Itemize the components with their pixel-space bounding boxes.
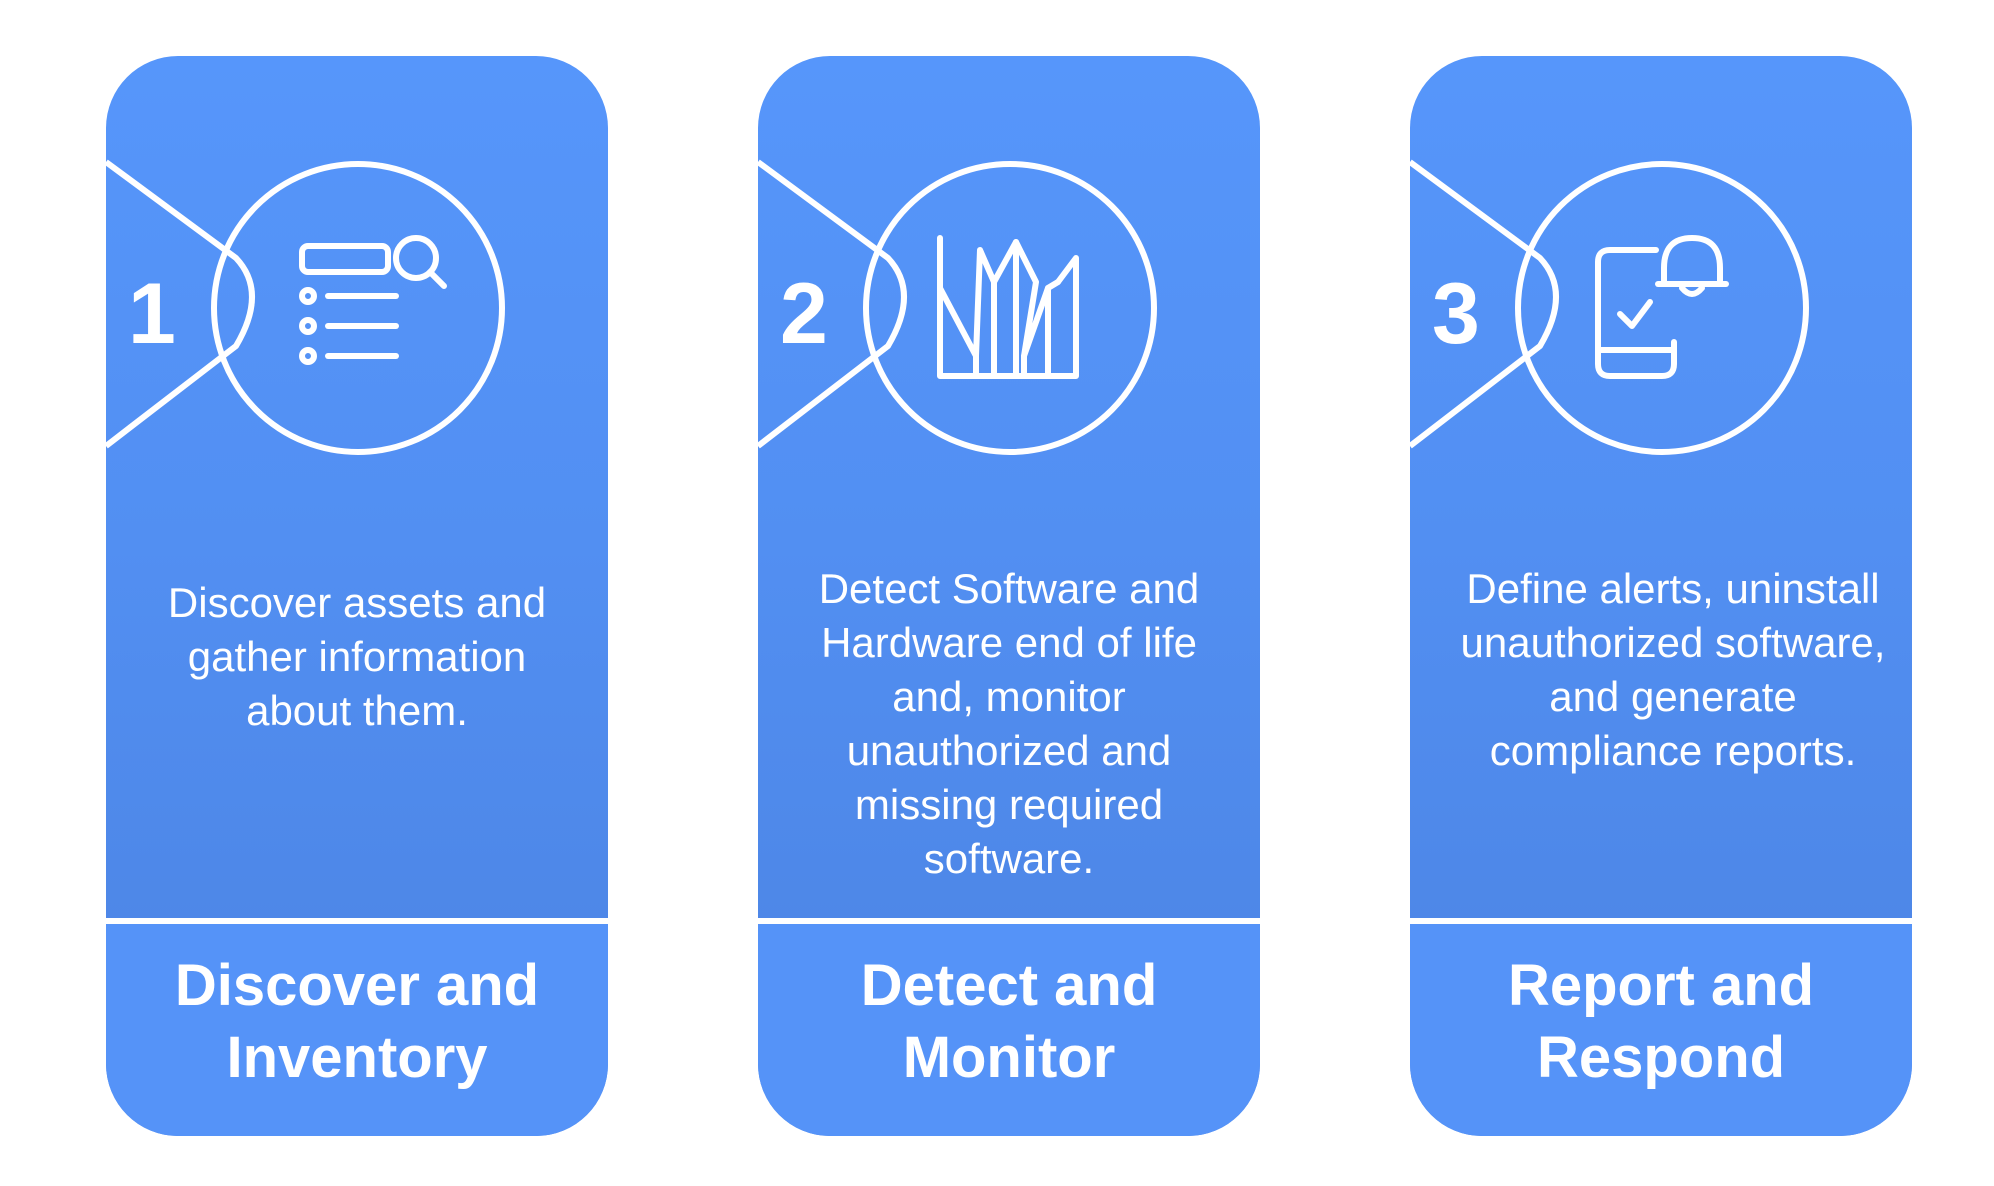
step-title: Discover and Inventory: [126, 950, 588, 1094]
card-divider: [758, 918, 1260, 924]
card-divider: [106, 918, 608, 924]
step-badge-art: [106, 159, 505, 455]
step-title-line: Inventory: [226, 1025, 488, 1090]
step-description: Discover assets and gather information a…: [167, 579, 547, 734]
step-card-report: 3 Define alerts, uninstall unauthorized …: [1410, 56, 1912, 1136]
chart-icon: [937, 235, 1079, 379]
step-title: Report and Respond: [1430, 950, 1892, 1094]
title-band: [758, 924, 1260, 1136]
step-badge-art: [758, 159, 1157, 455]
step-description: Define alerts, uninstall unauthorized so…: [1460, 565, 1886, 774]
title-band: [1410, 924, 1912, 1136]
step-description: Detect Software and Hardware end of life…: [818, 565, 1200, 882]
step-number: 1: [128, 266, 176, 362]
step-card-detect: 2 Detect Software and Hardware end of li…: [758, 56, 1260, 1136]
card-divider: [1410, 918, 1912, 924]
step-title-line: Respond: [1536, 1025, 1786, 1090]
step-number: 3: [1432, 266, 1480, 362]
phone-bell-icon: [1595, 235, 1729, 379]
step-title-line: Report and: [1507, 953, 1815, 1018]
step-title-line: Discover and: [174, 953, 540, 1018]
step-number: 2: [780, 266, 828, 362]
step-card-discover: 1 Discover assets and gather information…: [106, 56, 608, 1136]
step-title-line: Detect and: [860, 953, 1158, 1018]
step-title-line: Monitor: [902, 1025, 1116, 1090]
title-band: [106, 924, 608, 1136]
step-badge-art: [1410, 159, 1809, 455]
search-list-icon: [299, 235, 447, 365]
step-title: Detect and Monitor: [778, 950, 1240, 1094]
